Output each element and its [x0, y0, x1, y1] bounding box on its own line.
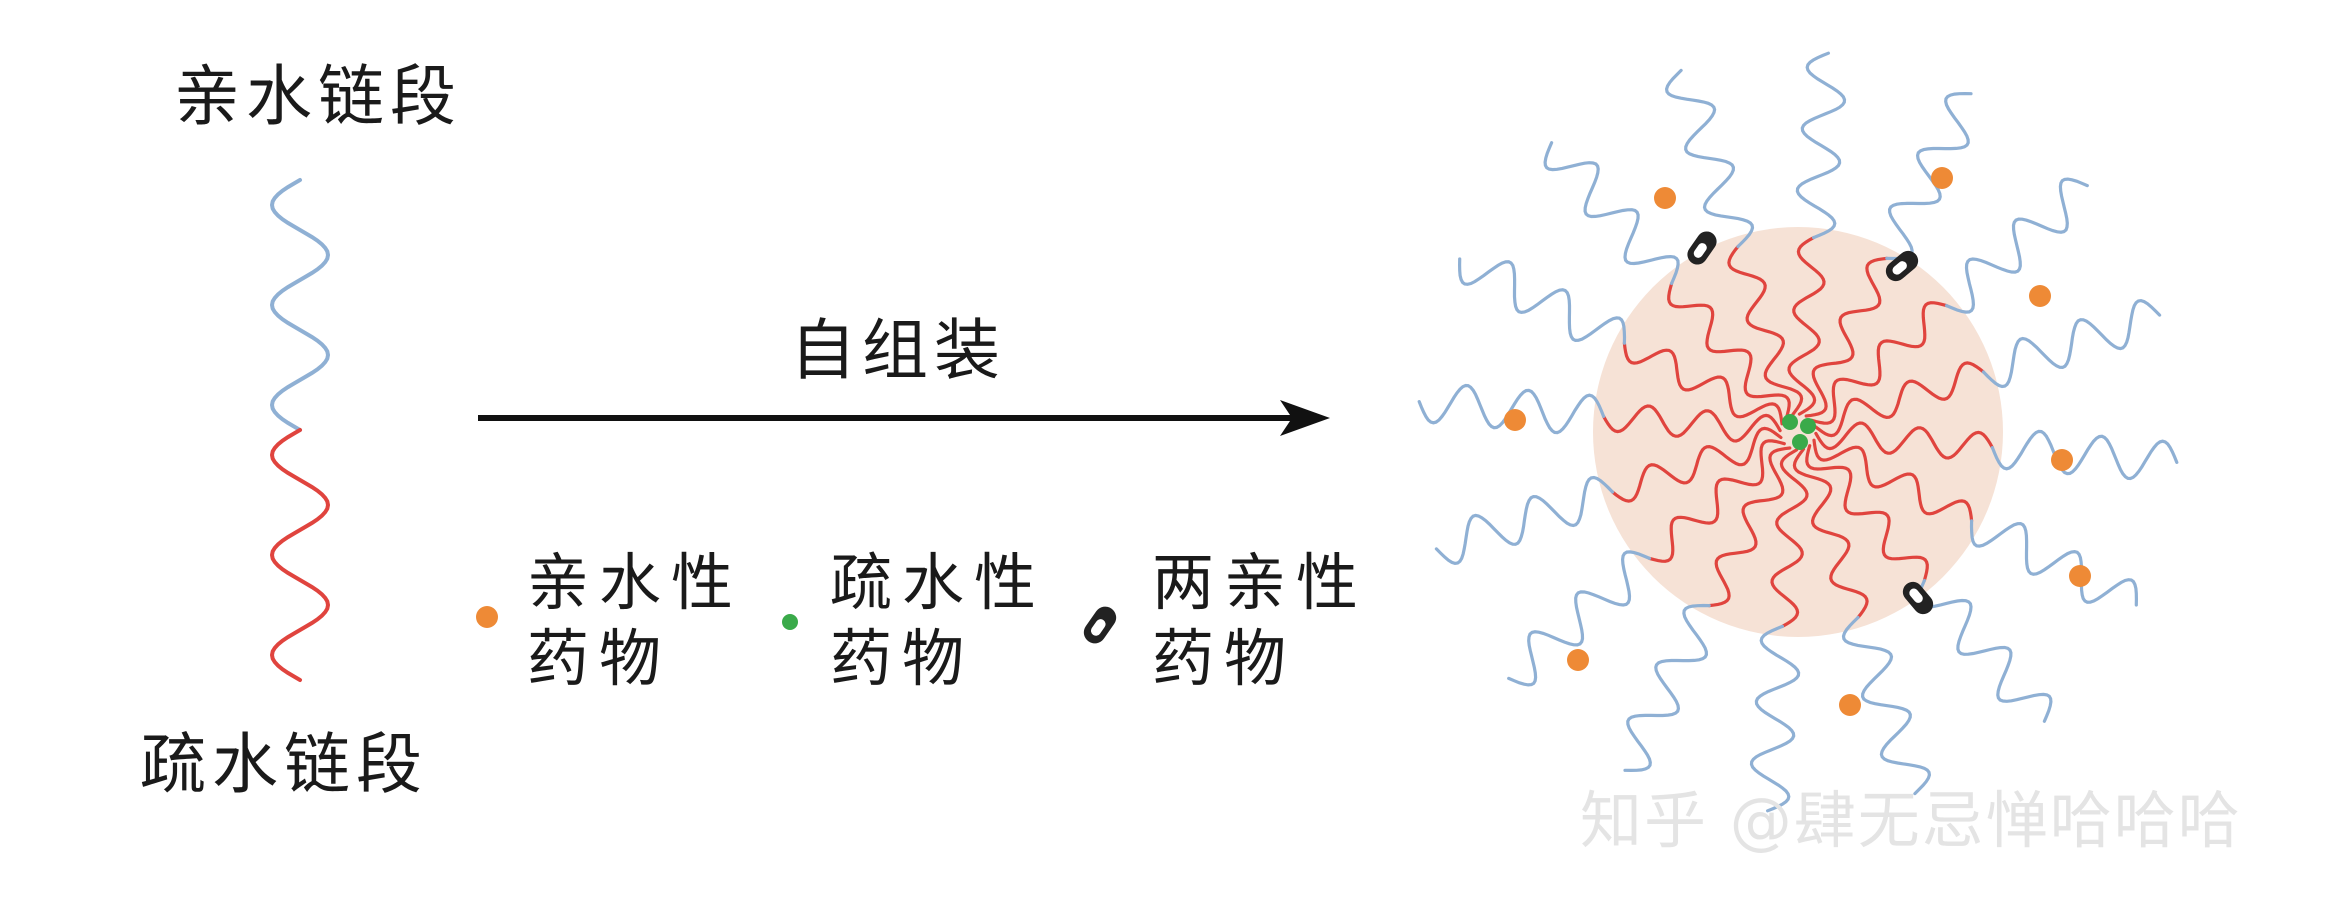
- hydrophobic-chain: [1810, 301, 1949, 425]
- encapsulated-drugs: [1504, 167, 2091, 716]
- hydrophobic-drug: [1782, 414, 1798, 430]
- hydrophilic-drug: [1567, 649, 1589, 671]
- hydrophilic-chain: [1916, 578, 2053, 723]
- hydrophilic-chain: [1944, 177, 2089, 314]
- hydrophobic-drug: [1792, 434, 1808, 450]
- hydrophobic-chain: [1707, 446, 1792, 608]
- hydrophobic-chain: [1647, 439, 1786, 563]
- hydrophobic-drug-legend-marker: [782, 614, 798, 630]
- hydrophobic-chain: [1814, 421, 1994, 460]
- amphiphilic-drug: [1902, 581, 1934, 615]
- hydrophilic-drug: [2029, 285, 2051, 307]
- hydrophilic-chain: [1543, 141, 1680, 286]
- hydrophilic-drug: [1654, 187, 1676, 209]
- hydrophilic-drug-legend-marker: [476, 606, 498, 628]
- hydrophilic-chain: [1885, 91, 1973, 261]
- legend-amphiphilic-drug: 两亲性 药物: [1152, 545, 1368, 696]
- legend-amphiphilic-line1: 两亲性: [1152, 546, 1369, 619]
- legend-amphiphilic-line2: 药物: [1152, 621, 1297, 695]
- hydrophilic-drug: [1504, 409, 1526, 431]
- watermark: 知乎 @肆无忌惮哈哈哈: [1580, 784, 2242, 857]
- hydrophobic-chain: [1812, 438, 1974, 523]
- hydrophilic-chain: [1623, 603, 1711, 773]
- hydrophilic-chain: [1969, 519, 2139, 607]
- hydrophilic-chain: [1749, 624, 1801, 813]
- hydrophilic-chain: [1664, 68, 1755, 249]
- legend-hydrophobic-line1: 疏水性: [830, 546, 1047, 619]
- hydrophobic-drug: [1800, 418, 1816, 434]
- hydrophobic-chain: [1770, 448, 1809, 628]
- hydrophilic-chain: [1457, 257, 1627, 345]
- self-assembly-label: 自组装: [790, 312, 1006, 389]
- legend-hydrophobic-line2: 药物: [830, 621, 975, 695]
- legend-hydrophilic-drug: 亲水性 药物: [527, 545, 743, 696]
- hydrophilic-chain: [1417, 383, 1606, 435]
- polymer-chain: [269, 178, 331, 682]
- hydrophilic-drug: [1839, 694, 1861, 716]
- amphiphilic-drug: [1687, 231, 1717, 265]
- hydrophobic-chain: [1804, 256, 1889, 418]
- hydrophobic-chain: [1622, 341, 1784, 426]
- hydrophilic-drug: [1931, 167, 1953, 189]
- hydrophilic-chain-segment: [269, 178, 331, 432]
- hydrophobic-chain: [1667, 281, 1791, 420]
- hydrophobic-chain: [1805, 444, 1929, 583]
- hydrophilic-segment-label: 亲水链段: [174, 58, 462, 135]
- micelle: [1417, 51, 2179, 813]
- hydrophobic-chain: [1610, 426, 1783, 503]
- hydrophobic-chain: [1787, 236, 1826, 416]
- hydrophilic-chain: [1981, 298, 2162, 389]
- hydrophilic-chain: [1507, 550, 1652, 687]
- hydrophilic-chain: [1990, 429, 2179, 481]
- hydrophilic-chain: [1841, 615, 1932, 796]
- hydrophobic-chain: [1792, 447, 1869, 620]
- amphiphilic-drug: [1885, 250, 1919, 282]
- self-assembly-arrow: [478, 400, 1330, 436]
- hydrophilic-chain: [1795, 51, 1847, 240]
- hydrophilic-drug: [2069, 565, 2091, 587]
- hydrophobic-chain: [1602, 404, 1782, 443]
- hydrophobic-chain: [1813, 361, 1986, 438]
- legend-hydrophobic-drug: 疏水性 药物: [830, 545, 1046, 696]
- legend-hydrophilic-line2: 药物: [527, 621, 672, 695]
- hydrophobic-chain: [1727, 244, 1804, 417]
- micelle-chains: [1417, 51, 2179, 813]
- micelle-core: [1593, 227, 2003, 637]
- legend-hydrophilic-line1: 亲水性: [527, 546, 744, 619]
- amphiphilic-drug-legend-marker: [1083, 606, 1117, 644]
- hydrophilic-chain: [1434, 475, 1615, 566]
- hydrophobic-chain-segment: [269, 428, 331, 682]
- hydrophilic-drug: [2051, 449, 2073, 471]
- hydrophobic-segment-label: 疏水链段: [140, 726, 428, 803]
